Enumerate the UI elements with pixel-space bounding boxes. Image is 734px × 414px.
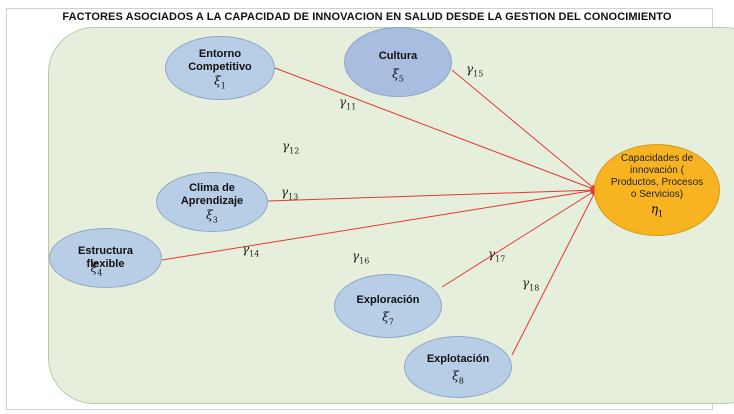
- arrow-cultura: [451, 69, 597, 191]
- gamma-11: γ11: [339, 95, 357, 112]
- gamma-17: γ17: [488, 247, 506, 264]
- gamma-13: γ13: [281, 185, 299, 202]
- node-clima-symbol: ξ3: [206, 208, 218, 225]
- node-exploracion-symbol: ξ7: [382, 310, 394, 327]
- node-capacidades-innovacion: Capacidades de innovación ( Productos, P…: [594, 144, 720, 236]
- gamma-15: γ15: [466, 62, 484, 79]
- node-exploracion: Exploración ξ7: [334, 274, 442, 338]
- arrow-clima: [267, 187, 597, 202]
- arrow-estructura: [161, 187, 597, 261]
- diagram-title: FACTORES ASOCIADOS A LA CAPACIDAD DE INN…: [62, 11, 672, 23]
- node-entorno-label: Entorno Competitivo: [188, 48, 252, 73]
- arrow-explotacion: [511, 189, 597, 356]
- node-explotacion-label: Explotación: [426, 353, 490, 365]
- node-explotacion: Explotación ξ8: [404, 336, 512, 398]
- node-entorno-competitivo: Entorno Competitivo ξ1: [165, 36, 275, 100]
- gamma-16: γ16: [352, 249, 370, 266]
- node-clima-label: Clima de Aprendizaje: [180, 182, 244, 207]
- arrow-exploracion: [441, 189, 597, 288]
- node-estructura-symbol: ξ4: [90, 261, 103, 278]
- target-label: Capacidades de innovación ( Productos, P…: [610, 153, 704, 200]
- node-cultura: Cultura ξ5: [344, 27, 452, 97]
- gamma-18: γ18: [522, 276, 540, 293]
- node-cultura-label: Cultura: [378, 50, 418, 62]
- gamma-12: γ12: [282, 139, 300, 156]
- node-entorno-symbol: ξ1: [214, 74, 226, 91]
- node-explotacion-symbol: ξ8: [452, 369, 464, 386]
- node-estructura-label: Estructura flexible: [77, 245, 134, 270]
- arrow-entorno: [274, 67, 597, 191]
- target-symbol: η1: [650, 202, 664, 219]
- node-exploracion-label: Exploración: [356, 294, 420, 306]
- node-cultura-symbol: ξ5: [392, 67, 404, 84]
- node-clima-aprendizaje: Clima de Aprendizaje ξ3: [156, 172, 268, 232]
- node-estructura-flexible: Estructura flexible ξ4: [49, 228, 162, 288]
- gamma-14: γ14: [242, 242, 260, 259]
